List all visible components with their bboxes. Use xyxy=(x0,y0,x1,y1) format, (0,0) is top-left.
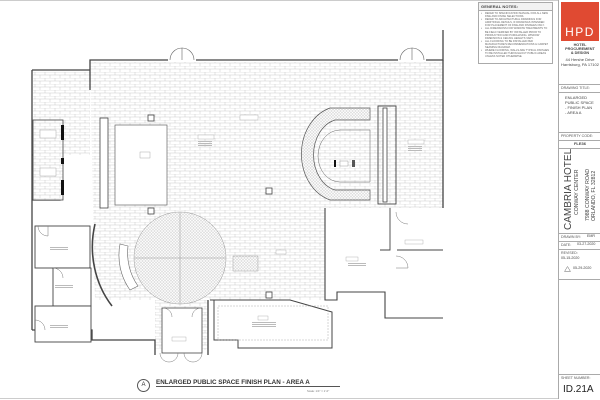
hotel-name: CAMBRIA HOTEL xyxy=(563,148,574,230)
sheet-border-top xyxy=(0,0,600,1)
room-lower-left xyxy=(34,305,92,343)
general-notes-title: GENERAL NOTES: xyxy=(479,3,552,11)
bar-counter xyxy=(301,107,371,201)
store-room xyxy=(324,208,443,319)
company-address: 44 Hershe Drive Harrisburg, PA 17102 xyxy=(561,57,599,67)
sheet-border-bottom xyxy=(0,398,600,399)
vestibule xyxy=(161,307,203,354)
drawing-caption-title: ENLARGED PUBLIC SPACE FINISH PLAN - AREA… xyxy=(156,379,340,387)
general-notes: GENERAL NOTES: REFER TO SPECIFICATION MA… xyxy=(478,2,553,64)
sheet-number: ID.21A xyxy=(563,384,594,395)
general-note-item: REFER TO ARCHITECTURAL DRAWINGS FOR ADDI… xyxy=(481,18,550,27)
hotel-subtitle: CONWAY CENTER xyxy=(574,169,580,215)
revised-date-2: 05-29-2020 xyxy=(573,266,592,270)
property-code: FLE36 xyxy=(573,141,586,146)
drawn-by: EMR xyxy=(587,234,595,238)
drawing-scale: Scale: 1/4" = 1'-0" xyxy=(307,389,330,393)
hpd-logo: HPD xyxy=(561,2,599,41)
drawing-date: 03-27-2020 xyxy=(577,242,596,246)
general-note-item: ALL DIMENSIONS FOR WINDOW TREATMENTS TO … xyxy=(481,27,550,39)
drawing-title-label: DRAWING TITLE: xyxy=(561,86,590,90)
drawing-caption: A ENLARGED PUBLIC SPACE FINISH PLAN - AR… xyxy=(137,378,367,398)
general-note-item: WHERE FLOORING, WALLS ARE TYPICAL FINISH… xyxy=(481,49,550,58)
title-block: HPD HOTEL PROCUREMENT & DESIGN 44 Hershe… xyxy=(558,0,600,399)
detail-bubble: A xyxy=(137,379,150,392)
drawing-title: ENLARGED PUBLIC SPACE - FINISH PLAN - AR… xyxy=(565,95,594,115)
revised-label: REVISED: xyxy=(561,251,578,255)
hotel-city: ORLANDO, FL 32812 xyxy=(591,170,597,221)
property-code-label: PROPERTY CODE: xyxy=(561,134,594,138)
front-desk-area xyxy=(114,124,168,206)
date-label: DATE: xyxy=(561,243,572,247)
floor-plan xyxy=(31,30,444,363)
revised-date-1: 05-15-2020 xyxy=(561,256,580,260)
general-note-item: REFER TO SPECIFICATION MANUAL FOR ALL NE… xyxy=(481,12,550,18)
revision-triangle-icon xyxy=(564,266,571,272)
company-name: HOTEL PROCUREMENT & DESIGN xyxy=(565,43,595,56)
general-note-item: ALL FLOORING TO BE INSTALLED PER MANUFAC… xyxy=(481,40,550,49)
drawn-by-label: DRAWN BY: xyxy=(561,235,582,239)
sheet-number-label: SHEET NUMBER: xyxy=(561,376,591,380)
